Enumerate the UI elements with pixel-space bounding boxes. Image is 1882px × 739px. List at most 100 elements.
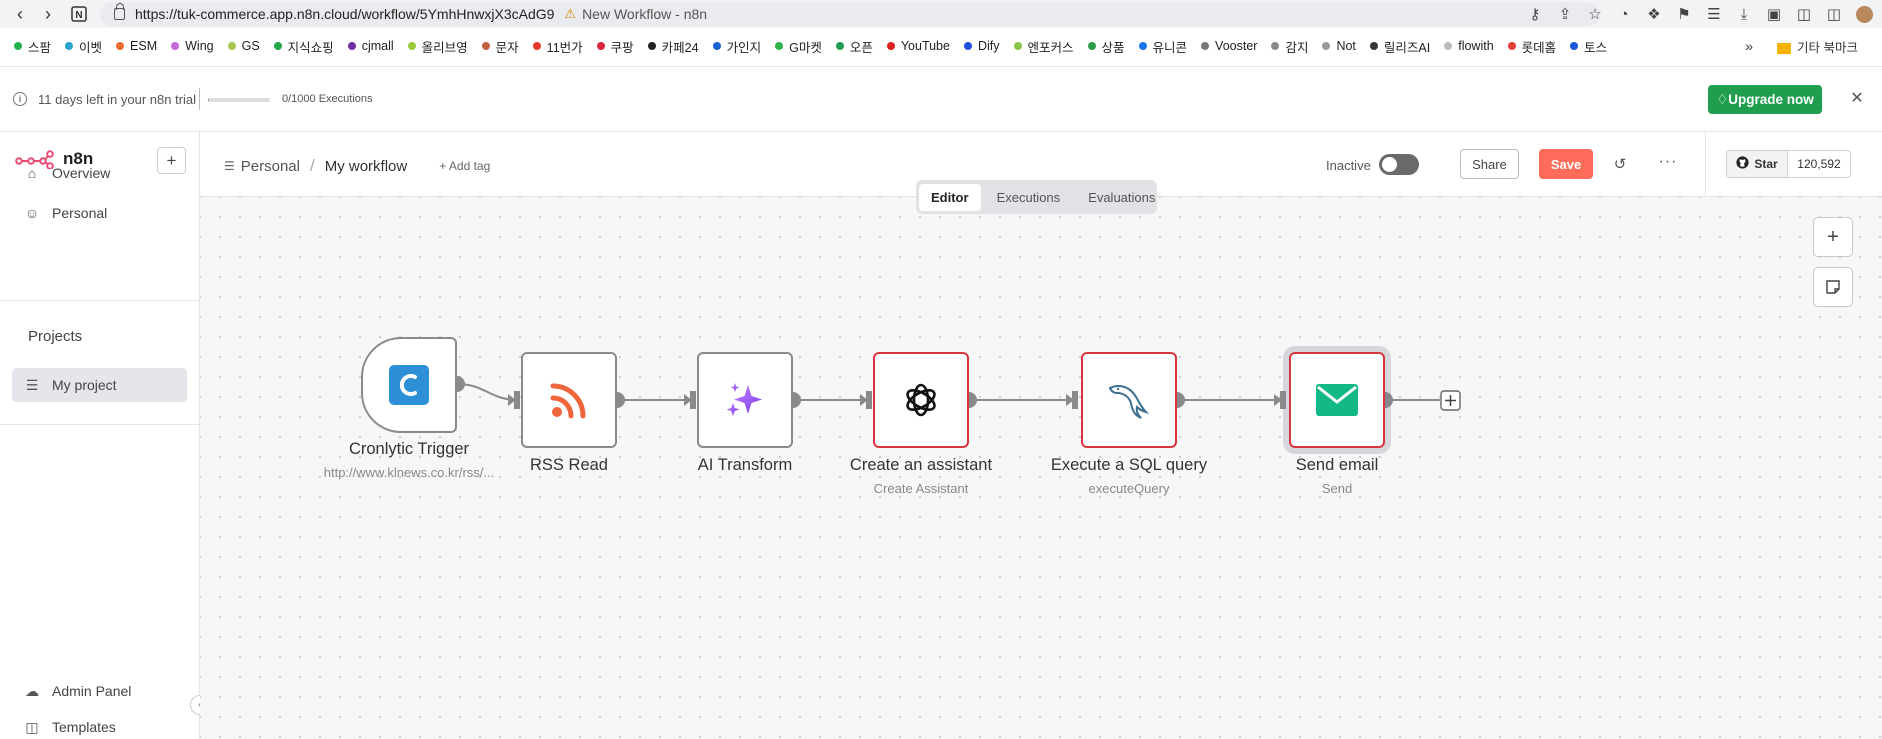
bookmark-item[interactable]: 올리브영 — [407, 37, 468, 56]
bookmark-item[interactable]: 카페24 — [647, 37, 699, 56]
profile-avatar-icon[interactable] — [1854, 4, 1874, 24]
back-icon[interactable]: ‹ — [17, 4, 23, 24]
key-icon[interactable]: ⚷ — [1529, 6, 1541, 23]
input-handle[interactable] — [1072, 391, 1078, 409]
more-options-icon[interactable]: ··· — [1658, 153, 1678, 170]
bookmark-item[interactable]: flowith — [1444, 39, 1494, 53]
download-icon[interactable]: ⤓ — [1740, 5, 1748, 23]
input-handle[interactable] — [1280, 391, 1286, 409]
sidebar-item-templates[interactable]: ◫ Templates — [12, 710, 187, 739]
other-bookmarks-folder[interactable]: 기타 북마크 — [1777, 37, 1858, 56]
workflow-canvas[interactable]: Editor Executions Evaluations + — [200, 180, 1882, 739]
bookmark-item[interactable]: 쿠팡 — [596, 37, 634, 56]
add-button[interactable]: + — [157, 147, 186, 174]
share-page-icon[interactable]: ⇪ — [1558, 6, 1572, 23]
add-next-node-button[interactable] — [1440, 390, 1461, 411]
side-panel-icon[interactable]: ◫ — [1826, 6, 1842, 23]
upgrade-button[interactable]: ♢Upgrade now — [1708, 85, 1822, 114]
sidebar-item-overview-row[interactable]: ⌂ Overview — [12, 156, 187, 190]
node-subtitle: executeQuery — [1088, 481, 1170, 496]
bookmark-item[interactable]: 스팜 — [14, 37, 51, 56]
bookmark-item[interactable]: Not — [1322, 39, 1356, 53]
share-button[interactable]: Share — [1460, 149, 1519, 179]
active-toggle[interactable] — [1379, 154, 1419, 175]
github-star-count[interactable]: 120,592 — [1788, 151, 1850, 177]
bookmark-favicon-icon — [227, 42, 236, 50]
bookmark-item[interactable]: Wing — [171, 39, 214, 53]
node-ai-transform[interactable] — [697, 352, 793, 448]
bookmark-item[interactable]: 오픈 — [835, 37, 873, 56]
node-create-assistant[interactable] — [873, 352, 969, 448]
close-icon[interactable]: ✕ — [1850, 90, 1864, 107]
add-node-button[interactable]: + — [1813, 217, 1853, 257]
tab-editor[interactable]: Editor — [919, 183, 981, 211]
sidebar-item-label: Templates — [52, 719, 116, 735]
bookmark-item[interactable]: 엔포커스 — [1013, 37, 1074, 56]
save-button[interactable]: Save — [1539, 149, 1593, 179]
workflow-name[interactable]: My workflow — [324, 157, 408, 175]
n8n-logo[interactable]: n8n — [15, 149, 93, 169]
sidebar-item-my-project[interactable]: ☰ My project — [12, 368, 187, 402]
bookmark-item[interactable]: ESM — [116, 39, 157, 53]
node-execute-sql[interactable] — [1081, 352, 1177, 448]
node-title: RSS Read — [530, 456, 608, 474]
add-tag-link[interactable]: + Add tag — [439, 159, 491, 173]
reading-list-icon[interactable]: ☰ — [1707, 6, 1721, 23]
bookmark-item[interactable]: YouTube — [886, 39, 950, 53]
sidebar-item-admin-panel[interactable]: ☁ Admin Panel — [12, 674, 187, 708]
camera-icon[interactable]: ▣ — [1766, 6, 1782, 23]
screenshot-icon[interactable]: ◫ — [1796, 6, 1812, 23]
sidebar-item-personal[interactable]: ☺ Personal — [12, 196, 187, 230]
forward-icon[interactable]: › — [45, 4, 51, 24]
input-handle[interactable] — [866, 391, 872, 409]
breadcrumb-project[interactable]: Personal — [240, 157, 300, 175]
more-bookmarks-icon[interactable]: » — [1745, 38, 1754, 54]
header-divider — [1705, 132, 1706, 197]
bookmark-label: 토스 — [1584, 40, 1608, 55]
node-cronlytic-trigger[interactable] — [361, 337, 457, 433]
bookmark-item[interactable]: 상품 — [1087, 37, 1125, 56]
bookmark-item[interactable]: 릴리즈AI — [1369, 37, 1430, 56]
bookmark-item[interactable]: cjmall — [347, 39, 394, 53]
bookmark-item[interactable]: 지식쇼핑 — [273, 37, 334, 56]
input-handle[interactable] — [514, 391, 520, 409]
tab-evaluations[interactable]: Evaluations — [1088, 189, 1156, 205]
input-handle[interactable] — [690, 391, 696, 409]
bookmark-favicon-icon — [1322, 42, 1331, 50]
bookmark-item[interactable]: G마켓 — [775, 37, 822, 56]
bookmark-item[interactable]: 가인지 — [712, 37, 761, 56]
sticky-note-button[interactable] — [1813, 267, 1853, 307]
bookmark-item[interactable]: GS — [227, 39, 260, 53]
brand-name: n8n — [63, 149, 94, 168]
address-bar[interactable]: https://tuk-commerce.app.n8n.cloud/workf… — [100, 2, 1600, 26]
bookmark-item[interactable]: 이벳 — [65, 37, 102, 56]
history-icon[interactable]: ↺ — [1613, 156, 1627, 173]
rss-icon — [550, 383, 586, 419]
bookmark-label: Dify — [977, 39, 1000, 53]
bookmark-item[interactable]: 토스 — [1570, 37, 1607, 56]
bookmarks-bar-right: » 기타 북마크 — [1745, 34, 1858, 58]
bookmark-favicon-icon — [1138, 42, 1147, 50]
puzzle-icon[interactable]: ❖ — [1647, 6, 1661, 23]
bookmark-item[interactable]: 롯데홈 — [1507, 37, 1556, 56]
bookmark-item[interactable]: 문자 — [481, 37, 519, 56]
node-rss-read[interactable] — [521, 352, 617, 448]
bookmark-label: Wing — [185, 39, 214, 53]
github-star-left[interactable]: Star — [1727, 151, 1788, 177]
node-send-email[interactable] — [1289, 352, 1385, 448]
arrow-head — [860, 394, 868, 406]
bookmark-favicon-icon — [273, 42, 282, 50]
flag-extension-icon[interactable]: ⚑ — [1677, 6, 1691, 23]
tab-executions[interactable]: Executions — [996, 189, 1061, 205]
bookmark-item[interactable]: 유니콘 — [1138, 37, 1187, 56]
bookmark-item[interactable]: 11번가 — [532, 37, 583, 56]
bookmark-item[interactable]: Vooster — [1201, 39, 1257, 53]
github-star-button[interactable]: Star 120,592 — [1726, 150, 1851, 178]
bookmark-item[interactable]: 감지 — [1271, 37, 1308, 56]
extension-pie-icon[interactable]: ◔ — [1619, 5, 1629, 23]
bookmark-star-icon[interactable]: ☆ — [1588, 6, 1602, 23]
trial-banner: i 11 days left in your n8n trial 0/1000 … — [0, 66, 1882, 132]
executions-text: 0/1000 Executions — [282, 93, 373, 105]
arrow-head — [684, 394, 692, 406]
bookmark-item[interactable]: Dify — [963, 39, 1000, 53]
